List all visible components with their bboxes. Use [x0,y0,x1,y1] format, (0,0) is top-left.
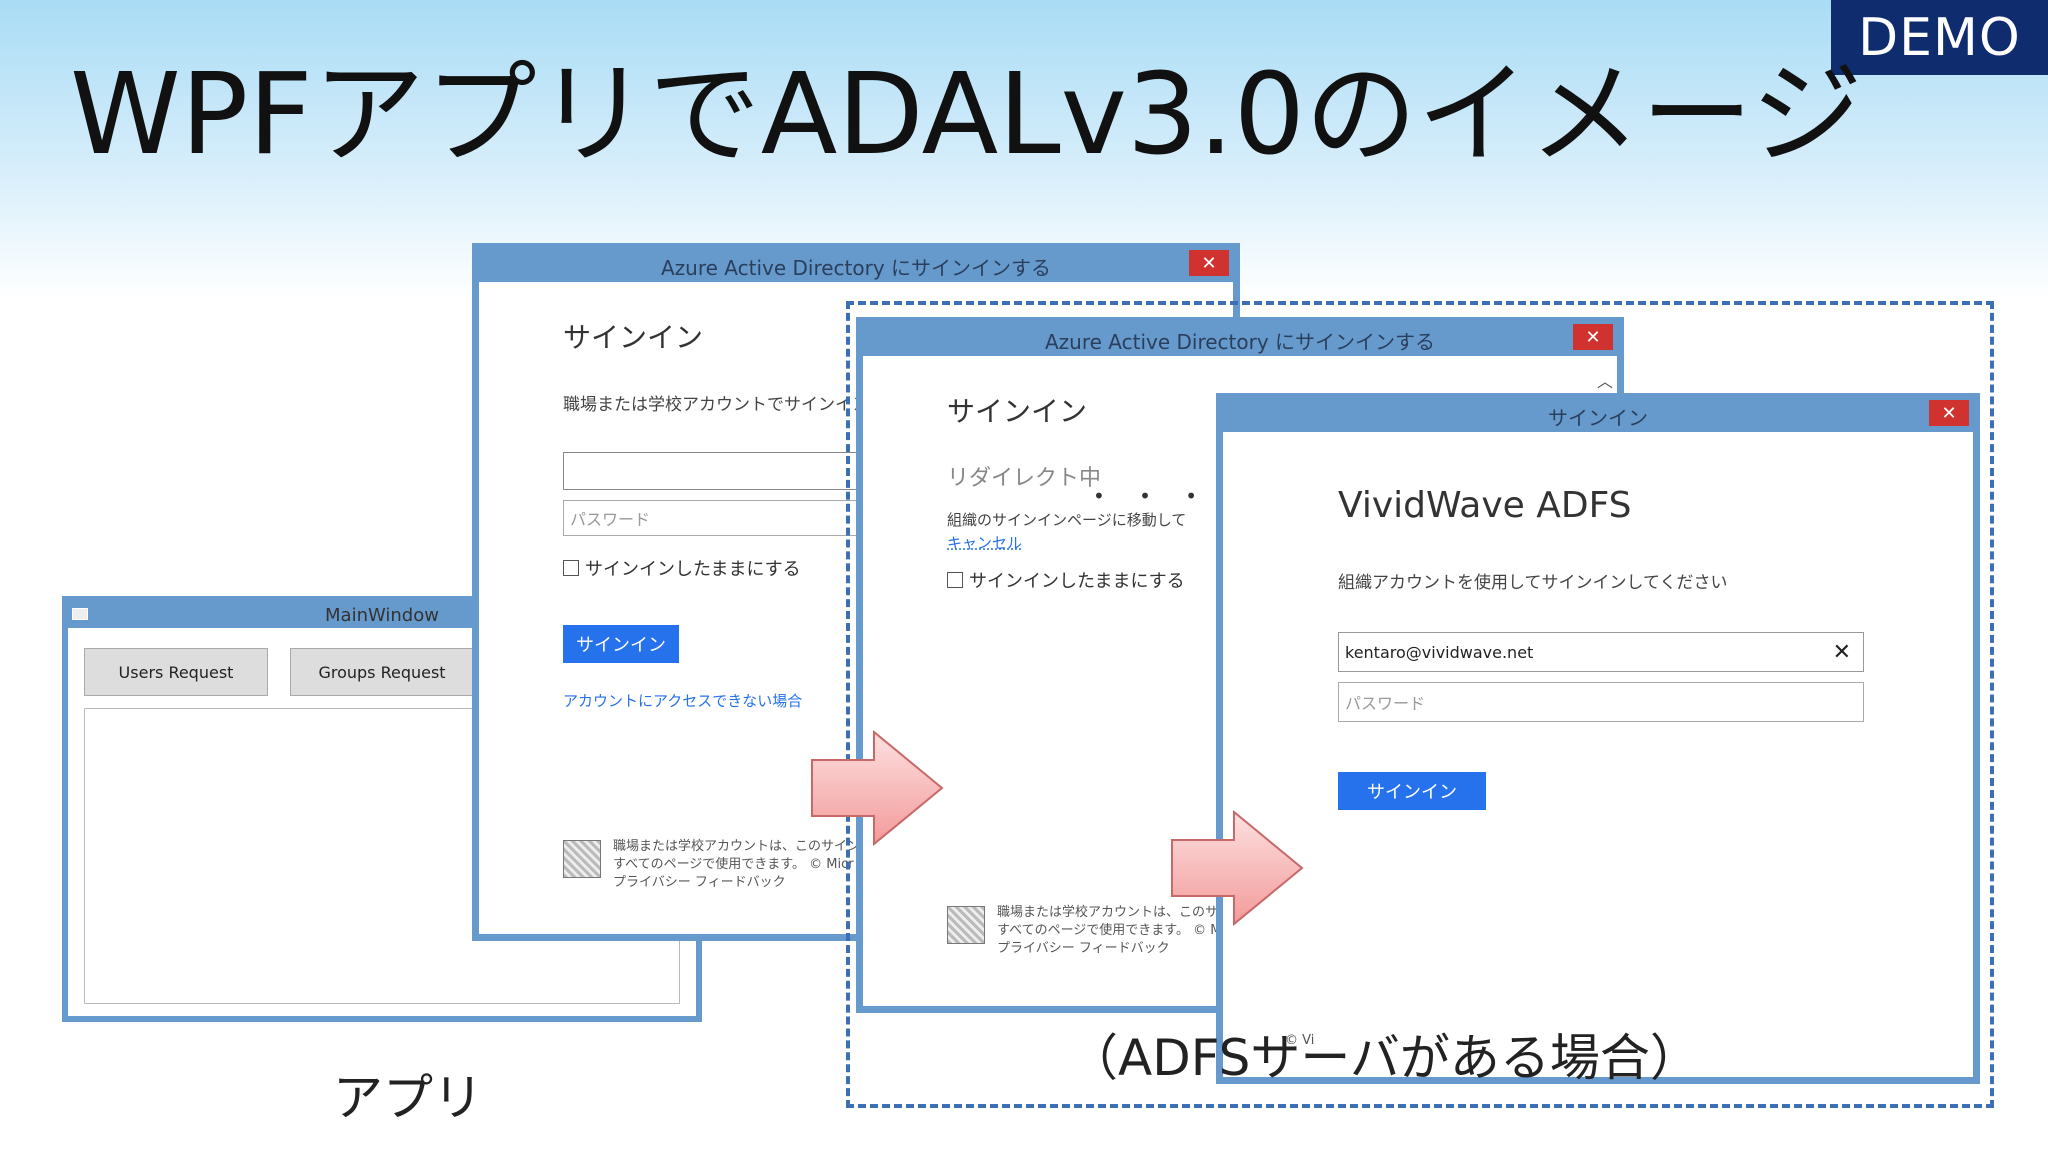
adfs-signin-button[interactable]: サインイン [1338,772,1486,810]
clear-input-icon[interactable]: ✕ [1832,639,1851,665]
aad-redirect-footer-links[interactable]: プライバシー フィードバック [997,941,1170,956]
aad-footer-line: すべてのページで使用できます。 © Micr [613,857,854,872]
aad-signin-title: Azure Active Directory にサインインする [660,255,1052,280]
checkbox-box[interactable] [563,560,579,576]
aad-footer-links[interactable]: プライバシー フィードバック [613,875,786,890]
aad-footer-text: 職場または学校アカウントは、このサイン すべてのページで使用できます。 © Mi… [613,838,860,892]
demo-badge: DEMO [1831,0,2048,75]
cancel-link[interactable]: キャンセル [947,534,1023,552]
aad-signin-button[interactable]: サインイン [563,625,679,663]
aad-username-input[interactable] [563,452,863,490]
groups-request-button[interactable]: Groups Request [290,648,474,696]
adfs-signin-window: サインイン ✕ VividWave ADFS 組織アカウントを使用してサインイン… [1216,393,1980,1084]
aad-keep-signed-in-label: サインインしたままにする [585,559,801,580]
main-window-title: MainWindow [325,604,439,626]
cant-access-account-link[interactable]: アカウントにアクセスできない場合 [563,692,803,710]
checkbox-box[interactable] [947,572,963,588]
aad-signin-subtitle: 職場または学校アカウントでサインイン [563,395,869,415]
aad-keep-signed-in-checkbox[interactable]: サインインしたままにする [563,555,801,581]
aad-redirect-titlebar[interactable]: Azure Active Directory にサインインする ✕ [863,324,1617,356]
close-icon[interactable]: ✕ [1929,400,1969,426]
adfs-password-input[interactable]: パスワード [1338,682,1864,722]
aad-signin-heading: サインイン [563,321,704,354]
flow-arrow-1 [811,729,944,847]
aad-footer-line: 職場または学校アカウントは、このサイン [613,839,861,854]
app-caption: アプリ [333,1069,483,1127]
app-window-icon [72,608,88,620]
adfs-scenario-frame [846,301,1994,1108]
aad-signin-titlebar[interactable]: Azure Active Directory にサインインする ✕ [479,250,1233,282]
close-icon[interactable]: ✕ [1573,324,1613,350]
adfs-window-title: サインイン [1548,405,1648,430]
close-icon[interactable]: ✕ [1189,250,1229,276]
aad-redirect-keep-signed-in-label: サインインしたままにする [969,571,1185,592]
aad-redirect-footer-line: 職場または学校アカウントは、このサ [997,905,1219,920]
flow-arrow-2 [1171,809,1304,927]
adfs-username-value: kentaro@vividwave.net [1345,642,1534,662]
aad-redirect-heading: サインイン [947,395,1088,428]
aad-redirect-footer-text: 職場または学校アカウントは、このサ すべてのページで使用できます。 © M プラ… [997,904,1222,958]
scroll-up-icon[interactable]: ︿ [1596,372,1613,391]
aad-redirect-footer-line: すべてのページで使用できます。 © M [997,923,1222,938]
aad-redirect-title: Azure Active Directory にサインインする [1044,329,1436,354]
org-logo-icon [947,906,985,944]
adfs-subtitle: 組織アカウントを使用してサインインしてください [1338,573,1728,593]
slide-title: WPFアプリでADALv3.0のイメージ [70,50,1863,180]
adfs-titlebar[interactable]: サインイン ✕ [1223,400,1973,432]
users-request-button[interactable]: Users Request [84,648,268,696]
aad-password-input[interactable]: パスワード [563,500,863,536]
redirecting-label: リダイレクト中 [947,466,1102,491]
aad-redirect-keep-signed-in-checkbox[interactable]: サインインしたままにする [947,567,1185,593]
moving-to-org-text: 組織のサインインページに移動して [947,511,1187,529]
adfs-heading: VividWave ADFS [1338,485,1632,526]
adfs-caption: （ADFSサーバがある場合） [1068,1029,1700,1087]
adfs-footer-fragment: © Vi [1285,1033,1315,1048]
adfs-username-input[interactable]: kentaro@vividwave.net ✕ [1338,632,1864,672]
org-logo-icon [563,840,601,878]
